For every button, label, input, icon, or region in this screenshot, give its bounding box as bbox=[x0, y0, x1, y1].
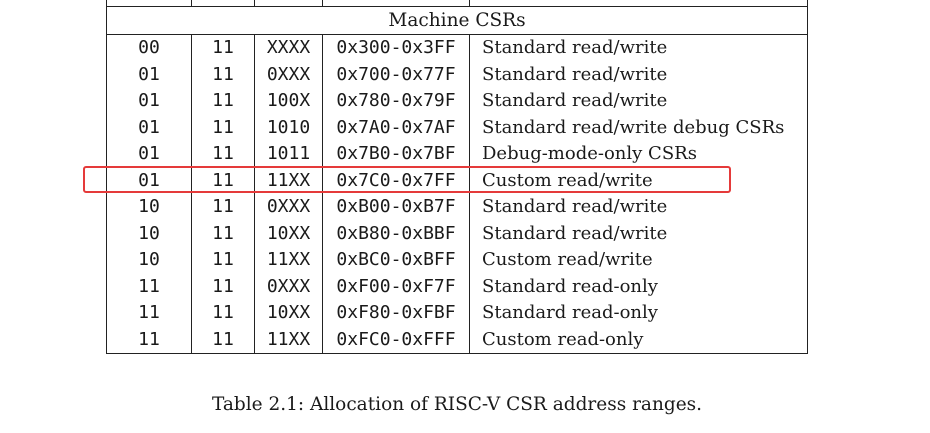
csr-usage-description: Debug-mode-only CSRs bbox=[469, 141, 808, 168]
table-top-border-row bbox=[106, 0, 808, 7]
csr-bits-11-10: 10 bbox=[106, 247, 192, 274]
csr-bits-11-10: 01 bbox=[106, 61, 192, 88]
csr-bits-7-4: 10XX bbox=[254, 220, 323, 247]
csr-bits-7-4: 1010 bbox=[254, 114, 323, 141]
csr-bits-11-10: 10 bbox=[106, 220, 192, 247]
csr-usage-description: Custom read-only bbox=[469, 326, 808, 354]
csr-bits-11-10: 01 bbox=[106, 167, 192, 194]
csr-usage-description: Standard read/write debug CSRs bbox=[469, 114, 808, 141]
csr-bits-11-10: 01 bbox=[106, 114, 192, 141]
table-caption: Table 2.1: Allocation of RISC-V CSR addr… bbox=[211, 394, 703, 415]
csr-usage-description: Standard read/write bbox=[469, 220, 808, 247]
csr-hex-range: 0xB80-0xBBF bbox=[322, 220, 470, 247]
csr-bits-11-10: 11 bbox=[106, 326, 192, 354]
csr-usage-description: Standard read-only bbox=[469, 273, 808, 300]
csr-hex-range: 0x7A0-0x7AF bbox=[322, 114, 470, 141]
csr-hex-range: 0xF80-0xFBF bbox=[322, 300, 470, 327]
csr-hex-range: 0x780-0x79F bbox=[322, 88, 470, 115]
csr-bits-11-10: 11 bbox=[106, 300, 192, 327]
csr-bits-11-10: 00 bbox=[106, 34, 192, 62]
csr-hex-range: 0xF00-0xF7F bbox=[322, 273, 470, 300]
csr-bits-7-4: 1011 bbox=[254, 141, 323, 168]
csr-bits-11-10: 01 bbox=[106, 141, 192, 168]
csr-bits-9-8: 11 bbox=[191, 167, 255, 194]
csr-bits-7-4: 0XXX bbox=[254, 273, 323, 300]
csr-hex-range: 0xB00-0xB7F bbox=[322, 194, 470, 221]
csr-bits-7-4: 10XX bbox=[254, 300, 323, 327]
csr-bits-9-8: 11 bbox=[191, 141, 255, 168]
csr-bits-9-8: 11 bbox=[191, 220, 255, 247]
csr-usage-description: Standard read/write bbox=[469, 34, 808, 62]
csr-bits-11-10: 01 bbox=[106, 88, 192, 115]
csr-bits-9-8: 11 bbox=[191, 88, 255, 115]
csr-bits-7-4: 100X bbox=[254, 88, 323, 115]
section-title: Machine CSRs bbox=[106, 6, 808, 35]
csr-bits-9-8: 11 bbox=[191, 247, 255, 274]
csr-usage-description: Custom read/write bbox=[469, 167, 808, 194]
csr-bits-9-8: 11 bbox=[191, 114, 255, 141]
csr-usage-description: Custom read/write bbox=[469, 247, 808, 274]
csr-bits-11-10: 10 bbox=[106, 194, 192, 221]
csr-bits-9-8: 11 bbox=[191, 34, 255, 62]
csr-usage-description: Standard read-only bbox=[469, 300, 808, 327]
csr-hex-range: 0x7C0-0x7FF bbox=[322, 167, 470, 194]
csr-usage-description: Standard read/write bbox=[469, 61, 808, 88]
csr-hex-range: 0xFC0-0xFFF bbox=[322, 326, 470, 354]
csr-bits-7-4: XXXX bbox=[254, 34, 323, 62]
csr-usage-description: Standard read/write bbox=[469, 88, 808, 115]
csr-bits-7-4: 0XXX bbox=[254, 61, 323, 88]
csr-hex-range: 0x700-0x77F bbox=[322, 61, 470, 88]
csr-hex-range: 0x300-0x3FF bbox=[322, 34, 470, 62]
csr-bits-7-4: 11XX bbox=[254, 167, 323, 194]
csr-bits-9-8: 11 bbox=[191, 326, 255, 354]
csr-bits-11-10: 11 bbox=[106, 273, 192, 300]
section-header-row: Machine CSRs bbox=[106, 6, 808, 35]
csr-bits-7-4: 11XX bbox=[254, 326, 323, 354]
csr-bits-9-8: 11 bbox=[191, 300, 255, 327]
csr-bits-7-4: 11XX bbox=[254, 247, 323, 274]
csr-hex-range: 0x7B0-0x7BF bbox=[322, 141, 470, 168]
csr-bits-9-8: 11 bbox=[191, 273, 255, 300]
csr-usage-description: Standard read/write bbox=[469, 194, 808, 221]
csr-bits-7-4: 0XXX bbox=[254, 194, 323, 221]
csr-bits-9-8: 11 bbox=[191, 61, 255, 88]
csr-hex-range: 0xBC0-0xBFF bbox=[322, 247, 470, 274]
csr-bits-9-8: 11 bbox=[191, 194, 255, 221]
